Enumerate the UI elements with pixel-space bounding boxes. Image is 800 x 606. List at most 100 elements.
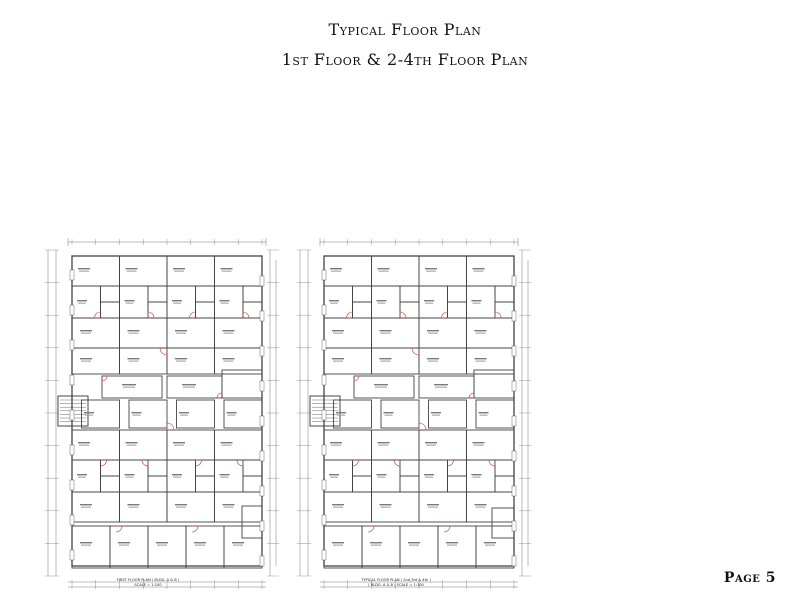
room-outline [333,399,372,429]
window-mark [69,514,75,526]
room-outline [119,491,168,523]
room-outline [437,525,477,569]
room-outline [119,317,168,349]
room-tag-mark [371,544,381,546]
room-tag-mark [122,384,136,386]
room-outline [428,399,467,429]
window-mark [259,485,265,497]
room-tag-mark [377,476,386,478]
room-tag-mark [473,444,484,446]
room-outline [447,459,467,477]
room-tag-mark [473,270,484,272]
room-tag-mark [180,414,188,416]
room-tag-mark [333,332,343,334]
room-tag-mark [127,330,140,332]
plan-caption-title: TYPICAL FLOOR PLAN ( 2nd,3rd & 4th ) [361,578,431,582]
room-outline [475,399,515,429]
room-outline [101,375,163,399]
floor-plan-drawing-first [45,238,279,589]
room-outline [399,525,439,569]
window-mark [321,479,327,491]
room-tag-mark [124,474,135,476]
room-tag-mark [446,542,458,544]
room-tag-mark [78,302,86,304]
room-tag-mark [431,412,441,414]
room-outline [466,285,496,319]
room-outline [71,525,111,569]
room-outline [323,525,363,569]
room-tag-mark [131,412,142,414]
window-mark [321,269,327,281]
room-tag-mark [80,330,92,332]
room-tag-mark [332,358,344,360]
room-tag-mark [330,302,338,304]
room-outline [418,491,467,523]
room-outline [71,491,120,523]
plan-caption-scale: SCALE = 1:100 [134,583,162,587]
window-mark [321,444,327,456]
window-mark [259,380,265,392]
room-tag-mark [221,270,232,272]
room-outline [447,475,467,493]
room-outline [352,301,372,319]
room-tag-mark [81,506,91,508]
room-tag-mark [329,300,339,302]
room-tag-mark [78,268,90,270]
room-tag-mark [124,300,135,302]
door-swing [236,459,244,467]
room-outline [353,375,415,399]
room-tag-mark [80,542,92,544]
room-outline [418,459,448,493]
document-title: Typical Floor Plan [328,20,482,39]
room-tag-mark [378,270,389,272]
room-outline [323,459,353,493]
room-outline [352,475,372,493]
window-mark [321,339,327,351]
room-tag-mark [79,444,89,446]
room-tag-mark [172,474,182,476]
room-tag-mark [128,360,139,362]
room-tag-mark [183,386,195,388]
room-tag-mark [427,330,439,332]
room-outline [494,285,515,303]
room-outline [447,285,467,303]
room-tag-mark [125,302,134,304]
room-tag-mark [173,442,185,444]
room-outline [147,475,168,493]
room-tag-mark [77,300,87,302]
room-tag-mark [383,412,394,414]
door-swing [141,459,149,467]
room-tag-mark [472,442,485,444]
window-mark [511,520,517,532]
window-mark [321,549,327,561]
room-tag-mark [173,268,185,270]
door-swing [159,347,168,356]
room-tag-mark [233,544,243,546]
door-swing [441,311,448,319]
page-number: Page 5 [723,570,776,586]
room-outline [119,459,149,493]
room-tag-mark [125,268,138,270]
door-swing [189,311,196,319]
room-tag-mark [475,360,486,362]
room-tag-mark [219,474,230,476]
room-tag-mark [127,358,140,360]
room-tag-mark [223,506,234,508]
room-outline [418,347,467,375]
room-tag-mark [85,414,93,416]
room-outline [166,459,196,493]
room-tag-mark [176,506,186,508]
room-tag-mark [337,414,345,416]
room-tag-mark [380,360,391,362]
room-outline [166,285,196,319]
door-swing [411,347,420,356]
room-tag-mark [485,544,495,546]
room-tag-mark [222,358,235,360]
room-tag-mark [182,384,196,386]
window-mark [69,304,75,316]
room-tag-mark [195,544,205,546]
window-mark [69,409,75,421]
room-tag-mark [81,332,91,334]
room-outline [323,317,372,349]
room-tag-mark [223,332,234,334]
